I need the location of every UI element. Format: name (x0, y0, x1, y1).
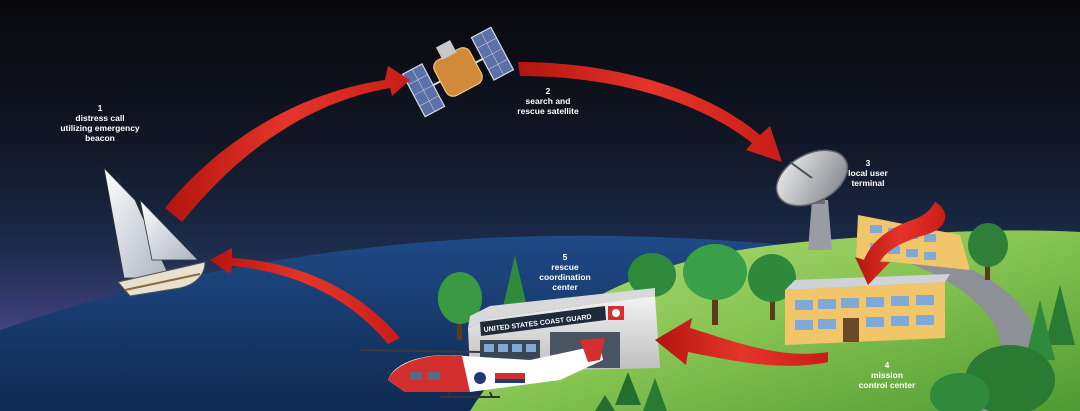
step-4-label: 4 mission control center (858, 360, 916, 390)
trees (438, 223, 1075, 411)
sailboat (103, 166, 206, 297)
arrow-satellite-to-terminal (518, 62, 782, 162)
arrow-mission-control-to-rescue-center (655, 318, 828, 366)
step-2-label: 2 search and rescue satellite (517, 86, 579, 116)
mission-control-building (785, 274, 950, 345)
step-1-label: 1 distress call utilizing emergency beac… (60, 103, 140, 143)
rescue-helicopter (359, 338, 605, 398)
step-5-label: 5 rescue coordination center (539, 252, 591, 292)
step-3-label: 3 local user terminal (848, 158, 888, 188)
rescue-satellite (401, 26, 515, 118)
arrow-terminal-to-mission-control (855, 202, 946, 285)
arrow-boat-to-satellite (165, 66, 410, 222)
satellite-dish (775, 149, 849, 250)
coast-guard-station (468, 288, 660, 372)
arrow-helicopter-to-boat (210, 248, 400, 344)
signal-arrows (165, 62, 946, 366)
